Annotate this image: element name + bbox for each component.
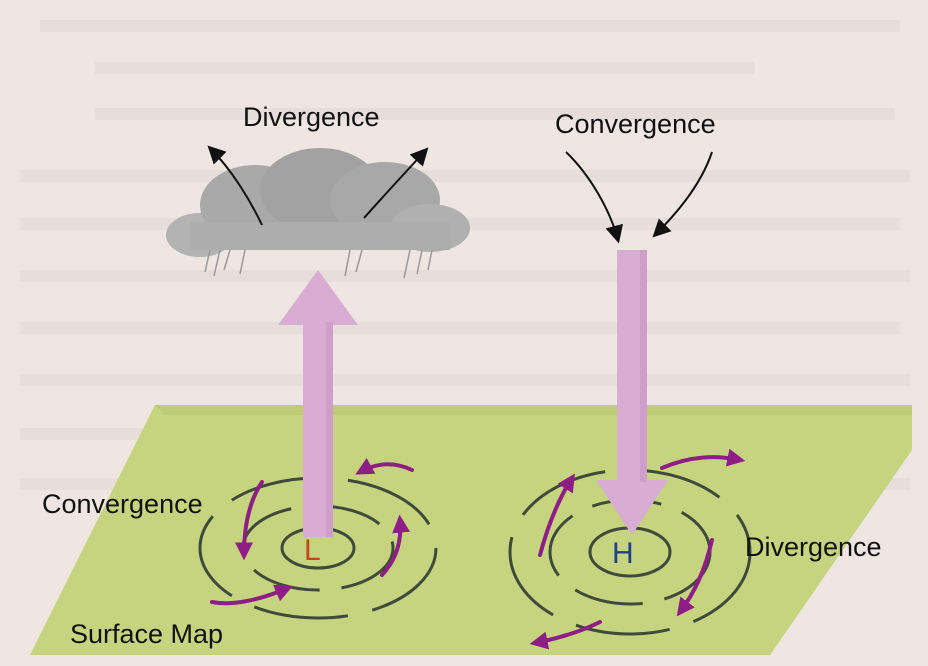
- high-outflow-arrows: [529, 448, 746, 650]
- convergence-left-arrow-icon: [565, 151, 623, 244]
- high-pressure-letter: H: [612, 537, 634, 570]
- arrow-up-icon: [278, 270, 358, 537]
- arrow-down-icon: [596, 250, 668, 535]
- surface-convergence-label: Convergence: [42, 489, 203, 519]
- surface-map-label: Surface Map: [70, 619, 223, 649]
- storm-cloud-icon: [166, 148, 470, 279]
- top-convergence-label: Convergence: [555, 109, 716, 139]
- convergence-right-arrow-icon: [652, 151, 713, 238]
- divergence-right-arrow-icon: [363, 147, 429, 219]
- low-inflow-arrows: [210, 458, 414, 606]
- surface-map-plane: [30, 405, 912, 655]
- top-divergence-label: Divergence: [243, 102, 380, 132]
- divergence-left-arrow-icon: [207, 145, 263, 226]
- surface-divergence-label: Divergence: [745, 532, 882, 562]
- low-pressure-letter: L: [304, 534, 321, 567]
